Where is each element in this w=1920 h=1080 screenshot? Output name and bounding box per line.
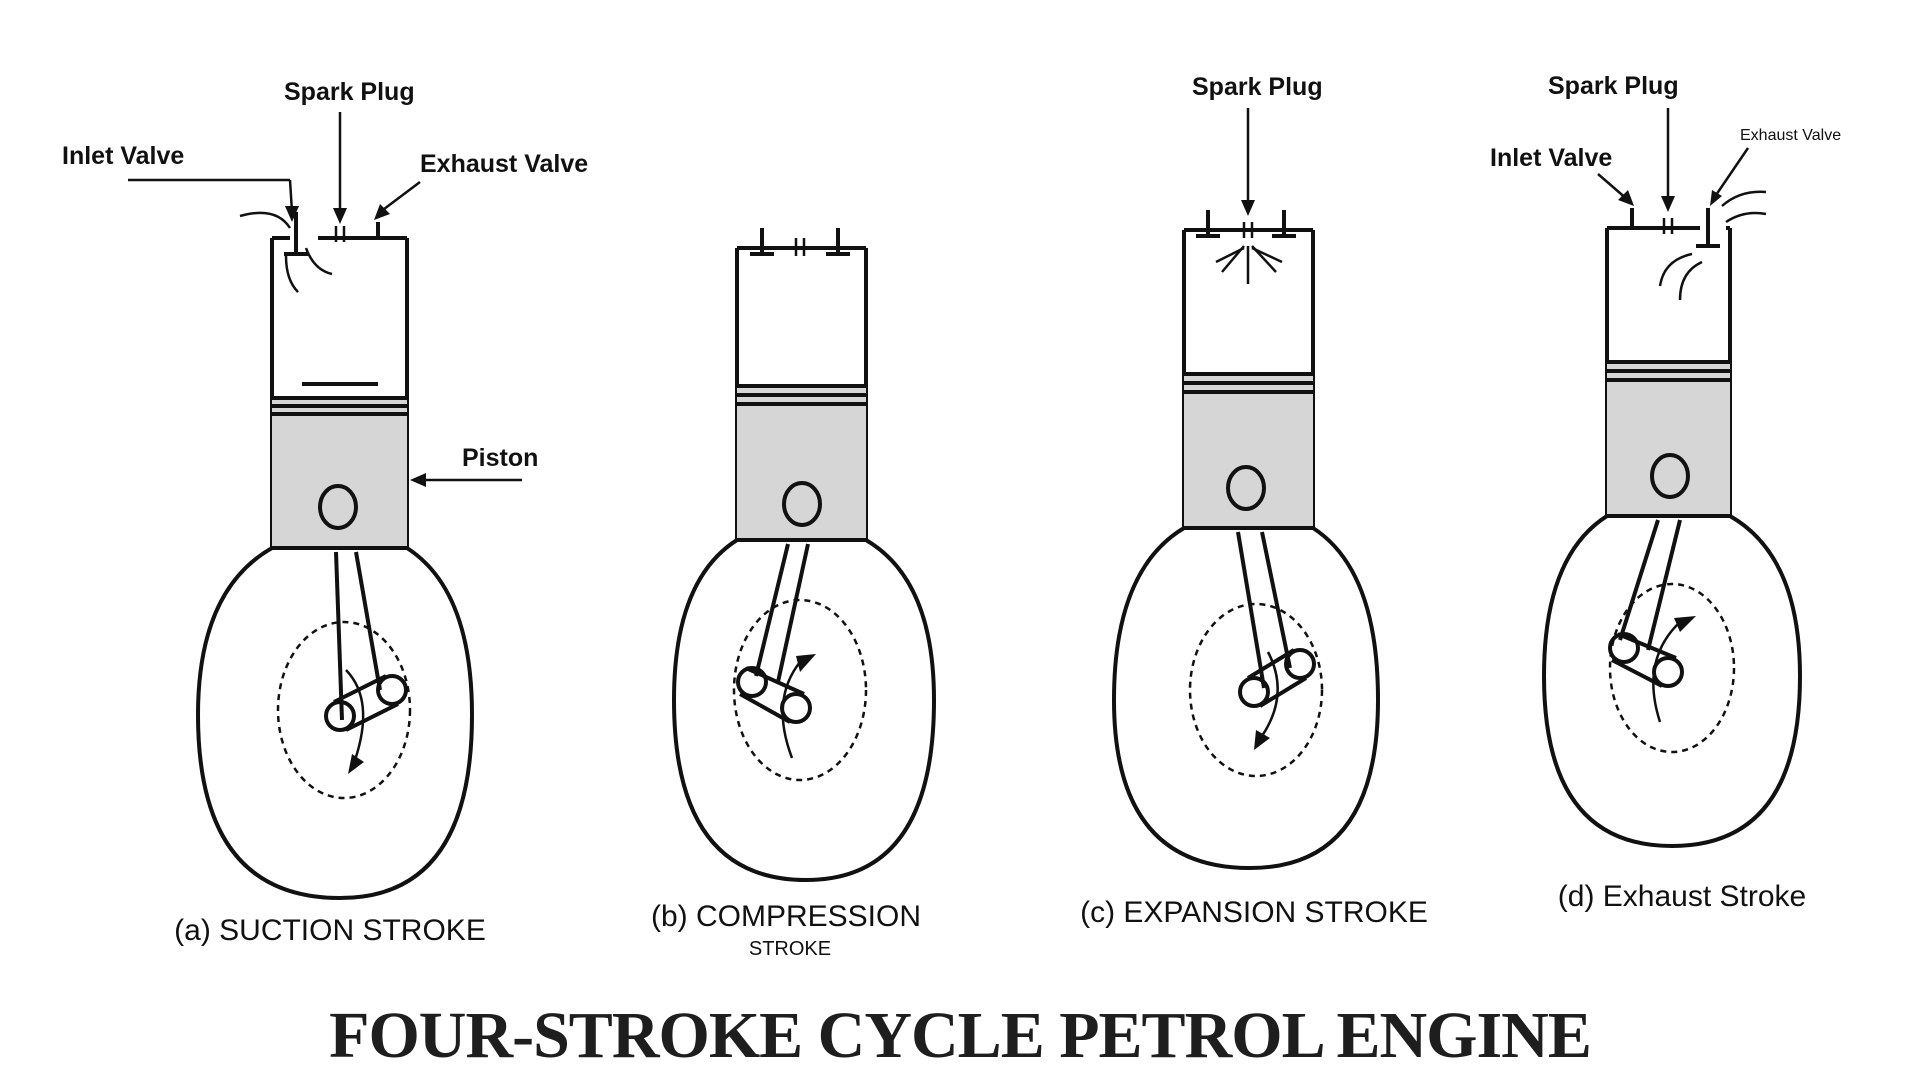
caption-expansion: (c) EXPANSION STROKE (1080, 896, 1428, 929)
connecting-rod-d (1618, 519, 1682, 651)
valves-b (750, 228, 850, 256)
crankcase-b (671, 538, 937, 883)
connecting-rod-c (1236, 531, 1292, 689)
outflow-arrow-d3 (1721, 190, 1767, 207)
spark-plug-label-d: Spark Plug (1548, 72, 1679, 100)
crank-pin-d (1608, 632, 1684, 688)
callout-inlet-valve: Inlet Valve (62, 142, 299, 222)
rotation-arrow-d (1652, 621, 1681, 723)
rotation-arrow-a (345, 669, 365, 761)
inflow-arrow-a2 (284, 255, 299, 293)
caption-compression: (b) COMPRESSION (651, 900, 921, 933)
crankcase-c (1111, 526, 1381, 871)
diagram-title: FOUR-STROKE CYCLE PETROL ENGINE (329, 999, 1592, 1072)
valves-c (1196, 210, 1296, 238)
callout-spark-plug-a: Spark Plug (284, 78, 415, 224)
crank-circle-a (276, 620, 412, 800)
caption-suction: (a) SUCTION STROKE (174, 914, 486, 947)
spark-plug-d (1662, 218, 1674, 234)
inlet-valve-d (1620, 208, 1644, 230)
piston-b (737, 384, 866, 542)
piston-a (272, 396, 407, 550)
exhaust-valve-d (1696, 208, 1720, 248)
spark-plug-a (334, 226, 346, 242)
panel-expansion (1111, 210, 1381, 871)
piston-d (1607, 360, 1730, 518)
rotation-arrowhead-d (1674, 616, 1696, 632)
panel-compression (671, 228, 937, 883)
crank-circle-c (1188, 602, 1324, 778)
exhaust-valve-a (365, 222, 392, 240)
rotation-arrowhead-a (348, 754, 364, 774)
callout-piston: Piston (410, 444, 538, 487)
crank-circle-b (732, 598, 868, 782)
exhaust-valve-label: Exhaust Valve (420, 150, 588, 178)
rotation-arrowhead-c (1254, 730, 1270, 750)
crank-pin-b (736, 666, 812, 724)
rotation-arrow-c (1260, 651, 1279, 737)
crank-pin-a (324, 674, 408, 732)
callout-exhaust-valve: Exhaust Valve (374, 150, 588, 220)
caption-exhaust: (d) Exhaust Stroke (1558, 880, 1806, 913)
callout-inlet-valve-d: Inlet Valve (1490, 144, 1634, 206)
crank-circle-d (1608, 582, 1736, 754)
exhaust-valve-label-d: Exhaust Valve (1740, 127, 1841, 144)
callout-spark-plug-c: Spark Plug (1192, 73, 1323, 216)
caption-compression-line2: STROKE (749, 938, 831, 960)
crankcase-d (1541, 514, 1803, 849)
piston-c (1184, 372, 1313, 530)
spark-plug-label: Spark Plug (284, 78, 415, 106)
spark-rays-c (1215, 245, 1283, 284)
callout-spark-plug-d: Spark Plug (1548, 72, 1679, 212)
rotation-arrow-b (781, 661, 801, 759)
inflow-arrow-a3 (304, 247, 333, 276)
inlet-valve-label-d: Inlet Valve (1490, 144, 1612, 172)
callout-exhaust-valve-d: Exhaust Valve (1710, 127, 1841, 206)
crank-pin-c (1238, 648, 1316, 708)
inlet-valve-a (284, 212, 308, 256)
outflow-arrow-d1 (1658, 252, 1693, 287)
inflow-arrow-a1 (239, 211, 292, 229)
connecting-rod-b (754, 543, 810, 683)
rotation-arrowhead-b (796, 654, 816, 672)
panel-exhaust (1541, 190, 1803, 849)
outflow-arrow-d2 (1678, 260, 1703, 301)
spark-plug-label-c: Spark Plug (1192, 73, 1323, 101)
connecting-rod-a (334, 551, 382, 721)
outflow-arrow-d4 (1725, 211, 1767, 224)
inlet-valve-label: Inlet Valve (62, 142, 184, 170)
panel-suction (195, 211, 475, 901)
crankcase-a (195, 546, 475, 901)
piston-label: Piston (462, 444, 538, 472)
